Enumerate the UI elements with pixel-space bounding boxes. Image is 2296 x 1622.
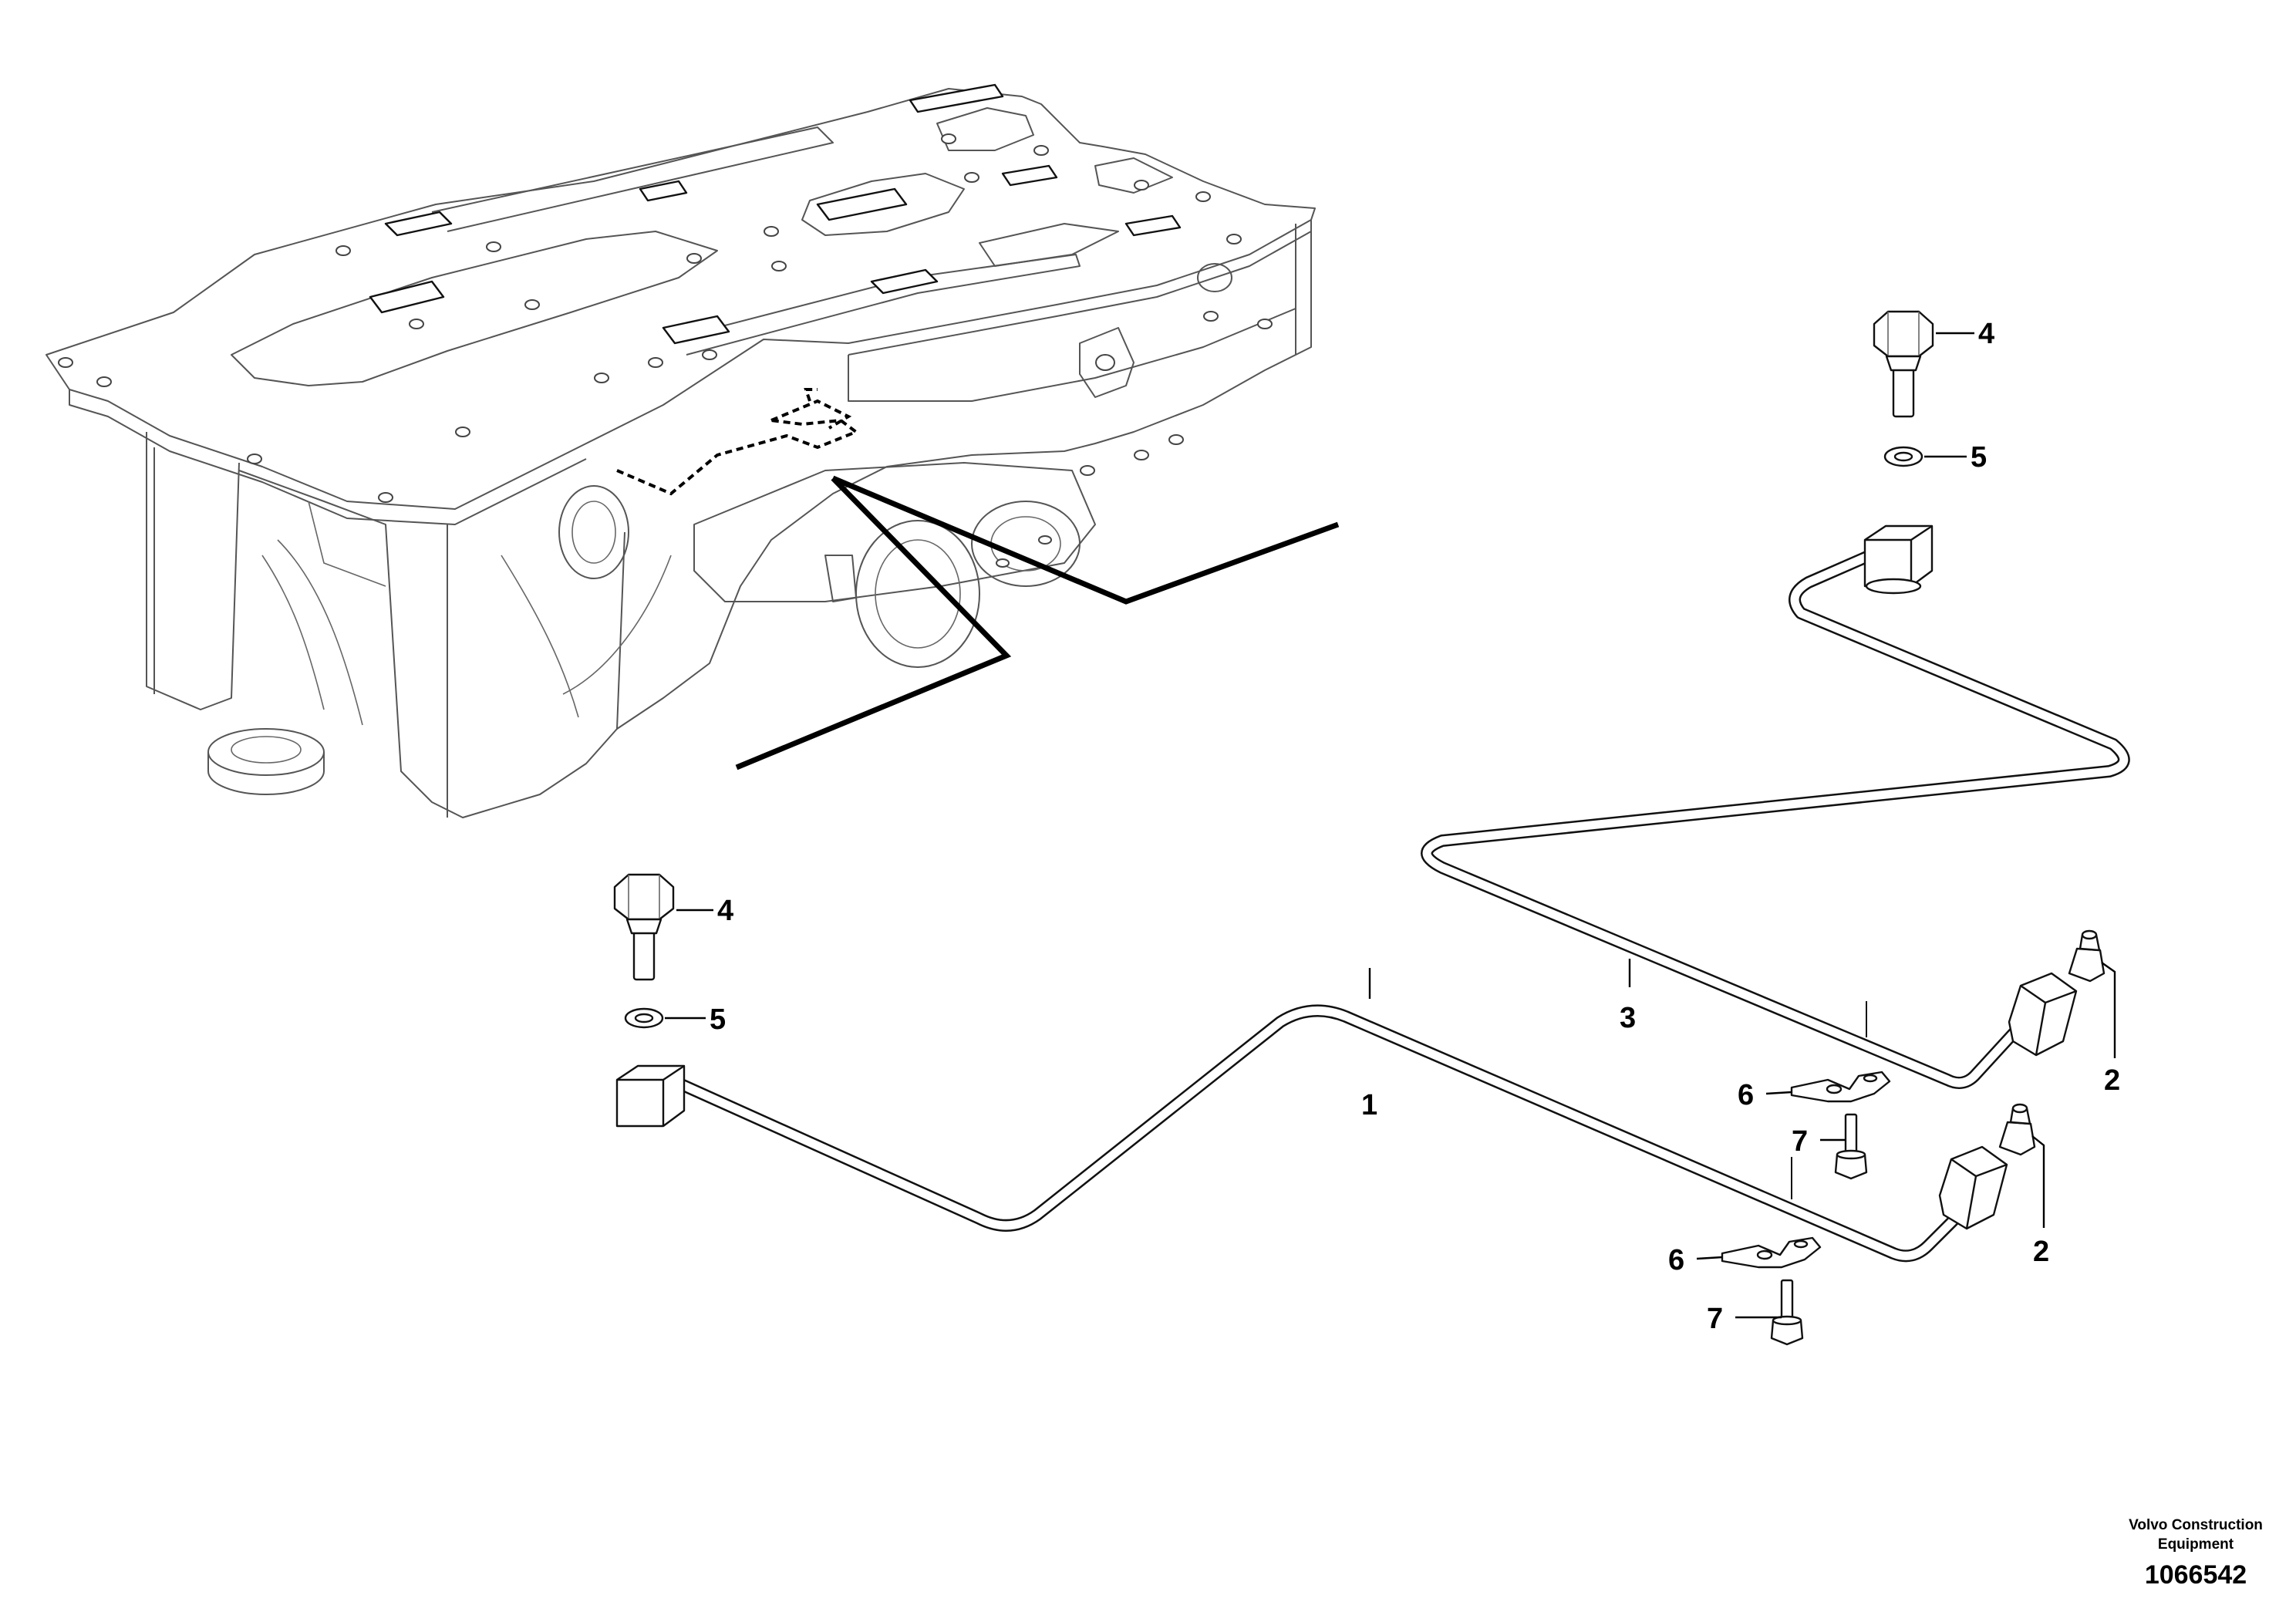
screw-lower [1770,1279,1804,1346]
banjo-block-upper [1863,524,1934,595]
brand-line-1: Volvo Construction [2129,1517,2263,1533]
washer-lower [624,1007,664,1029]
callout-6-lower: 6 [1668,1244,1684,1276]
machine-frame [46,83,1340,818]
pipe-3 [1421,549,2130,1089]
clamp-upper [1790,1001,1891,1103]
callout-5-lower: 5 [710,1003,726,1036]
leader-lines [1368,959,1846,1319]
washer-upper [1883,446,1923,467]
banjo-block-lower [615,1064,686,1128]
callout-3: 3 [1620,1002,1636,1034]
callout-7-upper: 7 [1792,1125,1808,1158]
callout-5-upper: 5 [1971,441,1987,474]
fitting-lower-right [1938,1103,2045,1230]
document-number: 1066542 [2145,1560,2247,1590]
banjo-bolt-upper [1873,310,1934,418]
callout-7-lower: 7 [1707,1303,1723,1335]
callout-6-upper: 6 [1738,1079,1754,1111]
footer: Volvo Construction Equipment 1066542 [2129,1517,2263,1590]
callout-4-upper: 4 [1978,318,1994,350]
banjo-bolt-lower [613,873,675,981]
clamp-lower [1721,1157,1822,1269]
callout-labels: 4 5 4 5 3 1 2 2 6 7 6 7 [710,318,2120,1335]
callout-2-lower: 2 [2033,1236,2049,1268]
callout-1: 1 [1361,1089,1377,1121]
pipe-1 [665,1004,1965,1263]
brand-line-2: Equipment [2158,1536,2234,1553]
callout-4-lower: 4 [717,895,733,927]
screw-upper [1834,1113,1868,1180]
callout-2-upper: 2 [2104,1064,2120,1097]
fitting-upper-right [2008,929,2116,1058]
upper-banjo-assembly [1863,310,1974,595]
lower-banjo-assembly [613,873,713,1128]
bolt-holes [58,133,1273,568]
